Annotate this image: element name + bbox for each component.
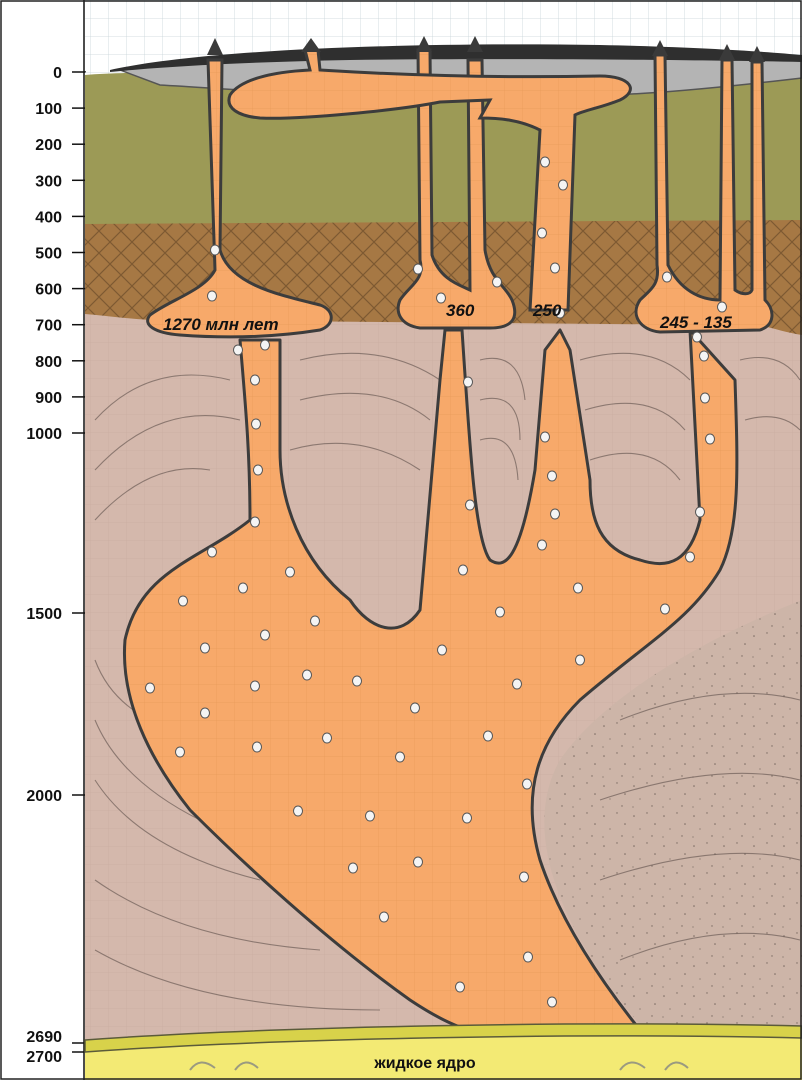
magma-bubble <box>254 465 263 475</box>
magma-bubble <box>294 806 303 816</box>
magma-bubble <box>513 679 522 689</box>
magma-bubble <box>251 517 260 527</box>
magma-bubble <box>252 419 261 429</box>
magma-bubble <box>253 742 262 752</box>
magma-bubble <box>366 811 375 821</box>
magma-bubble <box>693 332 702 342</box>
axis-tick-label: 100 <box>35 101 62 118</box>
axis-tick-label: 300 <box>35 173 62 190</box>
magma-bubble <box>286 567 295 577</box>
magma-bubble <box>179 596 188 606</box>
magma-bubble <box>251 375 260 385</box>
magma-bubble <box>353 676 362 686</box>
magma-bubble <box>686 552 695 562</box>
magma-bubble <box>311 616 320 626</box>
axis-tick-label: 1500 <box>26 606 62 623</box>
magma-bubble <box>380 912 389 922</box>
magma-bubble <box>411 703 420 713</box>
magma-bubble <box>496 607 505 617</box>
magma-bubble <box>239 583 248 593</box>
magma-bubble <box>466 500 475 510</box>
magma-bubble <box>484 731 493 741</box>
magma-bubble <box>251 681 260 691</box>
age-label-1270: 1270 млн лет <box>163 315 279 334</box>
magma-bubble <box>261 340 270 350</box>
magma-bubble <box>261 630 270 640</box>
magma-bubble <box>700 351 709 361</box>
magma-bubble <box>438 645 447 655</box>
magma-bubble <box>538 540 547 550</box>
magma-bubble <box>303 670 312 680</box>
magma-bubble <box>663 272 672 282</box>
magma-bubble <box>414 264 423 274</box>
axis-tick-label: 200 <box>35 137 62 154</box>
axis-tick-label: 700 <box>35 318 62 335</box>
axis-tick-label: 500 <box>35 246 62 263</box>
age-label-245-135: 245 - 135 <box>659 313 732 332</box>
magma-bubble <box>718 302 727 312</box>
magma-bubble <box>524 952 533 962</box>
magma-bubble <box>437 293 446 303</box>
magma-bubble <box>201 643 210 653</box>
magma-bubble <box>548 471 557 481</box>
magma-bubble <box>541 157 550 167</box>
magma-bubble <box>201 708 210 718</box>
magma-bubble <box>349 863 358 873</box>
axis-tick-label: 1000 <box>26 426 62 443</box>
magma-bubble <box>464 377 473 387</box>
magma-bubble <box>463 813 472 823</box>
axis-tick-label: 900 <box>35 390 62 407</box>
axis-tick-label: 2000 <box>26 788 62 805</box>
magma-bubble <box>414 857 423 867</box>
age-label-360: 360 <box>446 301 475 320</box>
magma-bubble <box>211 245 220 255</box>
magma-bubble <box>541 432 550 442</box>
axis-tick-label: 2690 <box>26 1029 62 1046</box>
magma-bubble <box>523 779 532 789</box>
magma-bubble <box>176 747 185 757</box>
magma-bubble <box>459 565 468 575</box>
magma-bubble <box>548 997 557 1007</box>
age-label-250: 250 <box>532 301 562 320</box>
magma-bubble <box>208 547 217 557</box>
magma-bubble <box>551 263 560 273</box>
magma-bubble <box>574 583 583 593</box>
cross-section: жидкое ядро 1270 млн лет 360 250 245 - 1… <box>85 0 802 1080</box>
magma-bubble <box>701 393 710 403</box>
axis-tick-label: 0 <box>53 65 62 82</box>
axis-tick-label: 2700 <box>26 1049 62 1066</box>
magma-bubble <box>493 277 502 287</box>
magma-bubble <box>456 982 465 992</box>
axis-panel <box>0 0 85 1080</box>
magma-bubble <box>323 733 332 743</box>
magma-bubble <box>538 228 547 238</box>
core-label: жидкое ядро <box>373 1055 476 1072</box>
magma-bubble <box>396 752 405 762</box>
magma-bubble <box>661 604 670 614</box>
magma-bubble <box>208 291 217 301</box>
axis-tick-label: 800 <box>35 354 62 371</box>
magma-bubble <box>551 509 560 519</box>
magma-bubble <box>576 655 585 665</box>
magma-bubble <box>706 434 715 444</box>
magma-bubble <box>146 683 155 693</box>
magma-bubble <box>559 180 568 190</box>
axis-tick-label: 400 <box>35 209 62 226</box>
magma-bubble <box>234 345 243 355</box>
magma-bubble <box>696 507 705 517</box>
axis-tick-label: 600 <box>35 282 62 299</box>
magma-bubble <box>520 872 529 882</box>
